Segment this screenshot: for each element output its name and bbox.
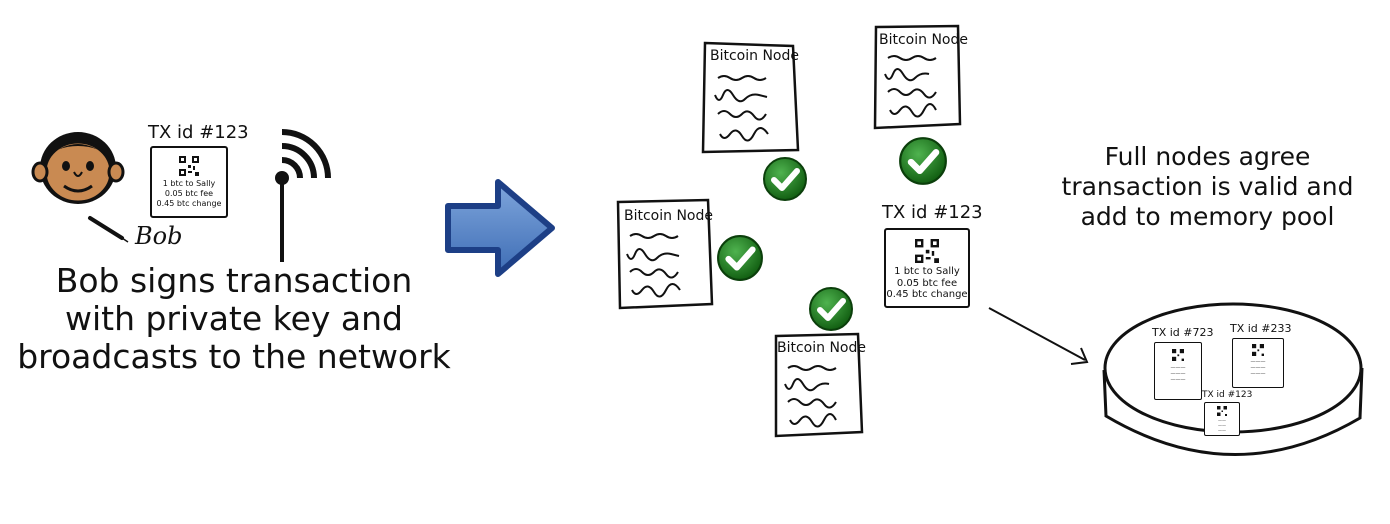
- left-tx-card: 1 btc to Sally 0.05 btc fee 0.45 btc cha…: [150, 146, 228, 218]
- left-caption: Bob signs transaction with private key a…: [10, 262, 458, 376]
- checkmark-icon: [717, 235, 763, 281]
- center-tx-line-3: 0.45 btc change: [886, 289, 968, 300]
- left-caption-line-1: Bob signs transaction: [55, 261, 413, 300]
- pen-icon: [88, 216, 129, 243]
- left-caption-line-3: broadcasts to the network: [17, 337, 451, 376]
- right-caption-line-3: add to memory pool: [1080, 202, 1335, 231]
- left-tx-line-3: 0.45 btc change: [156, 199, 222, 208]
- bitcoin-node-1: Bitcoin Node: [700, 40, 800, 160]
- pool-tx-3-title: TX id #123: [1202, 390, 1253, 400]
- pool-tx-1-card: ——— ——— ———: [1154, 342, 1202, 400]
- pool-tx-2-card: ——— ——— ———: [1232, 338, 1284, 388]
- right-caption: Full nodes agree transaction is valid an…: [1010, 142, 1390, 232]
- document-icon: [873, 24, 962, 130]
- center-tx-card: 1 btc to Sally 0.05 btc fee 0.45 btc cha…: [884, 228, 970, 308]
- bitcoin-node-3-label: Bitcoin Node: [624, 208, 713, 224]
- pool-tx-1-title: TX id #723: [1152, 326, 1214, 339]
- qr-code-icon: [1252, 344, 1264, 356]
- center-tx-line-2: 0.05 btc fee: [896, 277, 958, 289]
- arrow-right-icon: [445, 179, 555, 277]
- bitcoin-node-2: Bitcoin Node: [872, 24, 968, 134]
- checkmark-icon: [763, 157, 807, 201]
- pool-tx-2-title: TX id #233: [1230, 322, 1292, 335]
- center-tx-line-1: 1 btc to Sally: [894, 266, 960, 277]
- antenna-icon: [275, 129, 331, 262]
- connector-arrow: [988, 307, 1089, 365]
- right-caption-line-1: Full nodes agree: [1104, 142, 1311, 171]
- signature: Bob: [135, 222, 183, 250]
- bitcoin-node-3: Bitcoin Node: [614, 198, 714, 314]
- person-face-icon: [31, 132, 125, 204]
- left-tx-line-1: 1 btc to Sally: [162, 179, 216, 188]
- pool-tx-3-card: —— —— ——: [1204, 402, 1240, 436]
- left-tx-line-2: 0.05 btc fee: [164, 189, 214, 198]
- document-icon: [774, 332, 864, 438]
- checkmark-icon: [809, 287, 853, 331]
- left-caption-line-2: with private key and: [64, 299, 403, 338]
- qr-code-icon: [1172, 349, 1184, 361]
- bitcoin-node-4-label: Bitcoin Node: [777, 340, 866, 356]
- left-tx-title: TX id #123: [148, 122, 249, 143]
- document-icon: [701, 41, 800, 154]
- qr-code-icon: [915, 239, 939, 263]
- bitcoin-node-2-label: Bitcoin Node: [879, 32, 968, 48]
- document-icon: [616, 198, 714, 310]
- qr-code-icon: [179, 156, 199, 176]
- right-caption-line-2: transaction is valid and: [1061, 172, 1354, 201]
- bitcoin-node-4: Bitcoin Node: [772, 332, 866, 442]
- qr-code-icon: [1217, 406, 1227, 416]
- bitcoin-node-1-label: Bitcoin Node: [710, 48, 799, 64]
- checkmark-icon: [899, 137, 947, 185]
- center-tx-title: TX id #123: [882, 202, 983, 223]
